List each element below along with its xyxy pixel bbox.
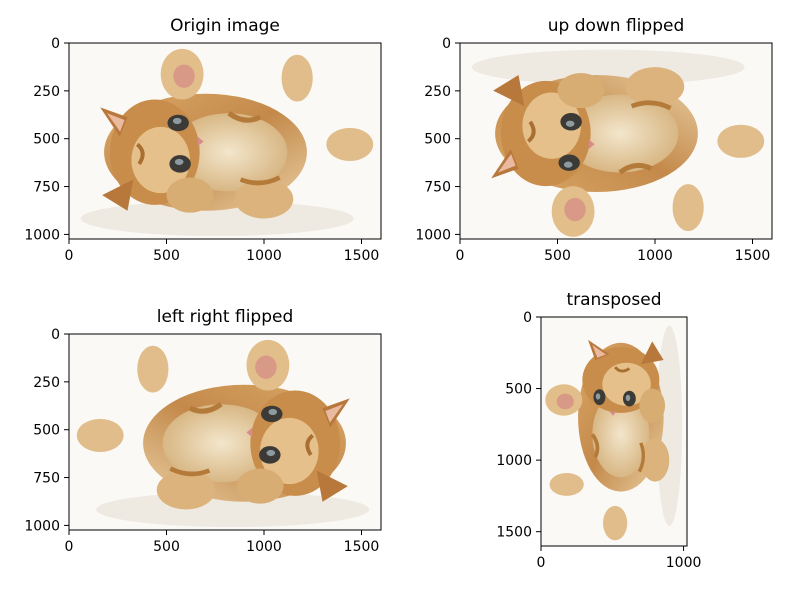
- subplot-1: Origin image 0 500 1000 1500 0 250 500 750 1000: [24, 16, 382, 264]
- x-tick-label: 1500: [735, 248, 771, 264]
- subplot-title: Origin image: [170, 16, 280, 36]
- y-tick-label: 500: [33, 423, 60, 439]
- x-tick-label: 0: [537, 555, 546, 571]
- image-2: [460, 43, 772, 243]
- y-tick-label: 1000: [24, 227, 60, 243]
- y-tick-label: 1500: [496, 525, 532, 541]
- y-tick-label: 0: [442, 36, 451, 52]
- x-tick-label: 1000: [246, 539, 282, 555]
- y-tick-label: 0: [523, 310, 532, 326]
- subplot-title: left right flipped: [157, 307, 294, 327]
- y-tick-label: 1000: [24, 518, 60, 534]
- y-tick-label: 500: [424, 132, 451, 148]
- y-tick-label: 500: [505, 382, 532, 398]
- x-tick-label: 0: [65, 539, 74, 555]
- y-tick-label: 250: [33, 84, 60, 100]
- subplot-2: up down flipped 0 500 1000 1500 0 250 500 750 100…: [415, 16, 773, 264]
- axes-frame: [68, 333, 382, 531]
- subplot-3: left right flipped 0 500 1000 1500 0 250 500 750…: [24, 307, 382, 555]
- y-tick-label: 1000: [415, 227, 451, 243]
- subplot-title: transposed: [566, 290, 661, 310]
- x-tick-label: 500: [153, 248, 180, 264]
- subplot-4: transposed 0 1000 0 500 1000 1500: [496, 290, 701, 571]
- x-tick-label: 1000: [637, 248, 673, 264]
- image-4: [541, 317, 687, 546]
- y-tick-label: 0: [51, 327, 60, 343]
- y-tick-label: 250: [33, 375, 60, 391]
- x-tick-label: 0: [65, 248, 74, 264]
- x-tick-label: 500: [153, 539, 180, 555]
- axes-frame: [68, 42, 382, 240]
- y-tick-label: 250: [424, 84, 451, 100]
- y-tick-label: 750: [33, 180, 60, 196]
- x-tick-label: 1500: [344, 248, 380, 264]
- y-tick-label: 750: [424, 180, 451, 196]
- x-tick-label: 0: [456, 248, 465, 264]
- y-tick-label: 500: [33, 132, 60, 148]
- image-3: [69, 334, 381, 534]
- x-tick-label: 1000: [666, 555, 702, 571]
- x-tick-label: 500: [544, 248, 571, 264]
- x-tick-label: 1000: [246, 248, 282, 264]
- y-tick-label: 750: [33, 471, 60, 487]
- y-tick-label: 0: [51, 36, 60, 52]
- y-tick-label: 1000: [496, 453, 532, 469]
- axes-frame: [540, 316, 688, 547]
- axes-frame: [459, 42, 773, 240]
- image-1: [69, 43, 381, 243]
- subplot-title: up down flipped: [548, 16, 685, 36]
- x-tick-label: 1500: [344, 539, 380, 555]
